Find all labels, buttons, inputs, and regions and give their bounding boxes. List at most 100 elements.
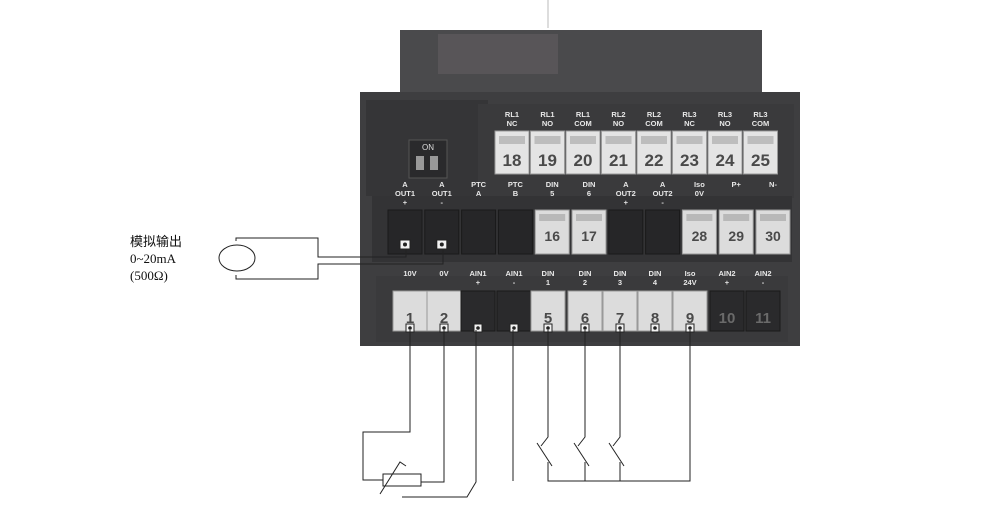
relay-label: COM xyxy=(645,119,663,128)
terminal-slot xyxy=(676,136,703,144)
bottom-terminal-number: 7 xyxy=(616,310,624,327)
middle-label: OUT1 xyxy=(432,189,452,198)
annotation-range: 0~20mA xyxy=(130,251,177,266)
bottom-terminal-number: 5 xyxy=(544,310,552,327)
relay-label: RL2 xyxy=(611,110,625,119)
terminal-slot xyxy=(760,214,786,221)
middle-label: PTC xyxy=(471,180,487,189)
switch-din3 xyxy=(608,442,625,467)
relay-label: NO xyxy=(613,119,624,128)
relay-terminal-number: 25 xyxy=(751,151,770,170)
screw-head xyxy=(618,326,622,330)
bottom-label: AIN1 xyxy=(505,269,522,278)
bottom-label: 24V xyxy=(683,278,696,287)
relay-terminal-number: 22 xyxy=(645,151,664,170)
middle-label: DIN xyxy=(583,180,596,189)
switch-din1 xyxy=(536,442,553,467)
relay-terminal-number: 18 xyxy=(503,151,522,170)
middle-terminal[interactable] xyxy=(645,209,681,255)
screw-head xyxy=(512,326,516,330)
middle-terminal[interactable] xyxy=(461,209,497,255)
dip-switch[interactable]: ON xyxy=(408,139,448,179)
bottom-label: Iso xyxy=(685,269,696,278)
relay-terminal-number: 19 xyxy=(538,151,557,170)
terminal-slot xyxy=(570,136,596,144)
middle-terminal-number: 29 xyxy=(728,228,744,244)
middle-label: A xyxy=(439,180,445,189)
screw-head xyxy=(439,242,444,247)
relay-label: COM xyxy=(574,119,592,128)
bottom-terminal-number: 1 xyxy=(406,310,414,327)
middle-label: OUT2 xyxy=(616,189,636,198)
relay-label: RL3 xyxy=(682,110,696,119)
relay-terminal-number: 24 xyxy=(716,151,735,170)
middle-label: N- xyxy=(769,180,777,189)
bottom-terminal[interactable] xyxy=(460,290,496,332)
bottom-label: DIN xyxy=(614,269,627,278)
terminal-slot xyxy=(641,136,667,144)
middle-label: - xyxy=(441,198,444,207)
wire-10v xyxy=(362,330,411,481)
terminal-slot xyxy=(534,136,561,144)
bottom-label: DIN xyxy=(649,269,662,278)
meter-wire-bottom xyxy=(235,250,444,280)
middle-label: A xyxy=(402,180,408,189)
terminal-slot xyxy=(539,214,566,221)
bottom-label: AIN1 xyxy=(469,269,486,278)
meter-circle xyxy=(218,244,256,272)
middle-label: PTC xyxy=(508,180,524,189)
relay-label: NO xyxy=(542,119,553,128)
potentiometer-wiper xyxy=(379,461,407,495)
bottom-label: - xyxy=(762,278,765,287)
bottom-label: AIN2 xyxy=(718,269,735,278)
external-wiring xyxy=(362,330,691,498)
wire-0v xyxy=(421,330,445,483)
terminal-slot xyxy=(686,214,713,221)
bottom-label: 3 xyxy=(618,278,622,287)
meter-wire-top xyxy=(235,237,407,258)
bottom-terminal-number: 10 xyxy=(719,310,736,327)
relay-label: COM xyxy=(752,119,770,128)
bottom-terminal[interactable] xyxy=(745,290,781,332)
middle-label: Iso xyxy=(694,180,705,189)
screw-head xyxy=(403,242,407,247)
screw-head xyxy=(688,326,692,330)
relay-label: RL3 xyxy=(718,110,732,119)
relay-label: RL1 xyxy=(540,110,554,119)
bottom-label: 2 xyxy=(583,278,587,287)
analog-output-annotation: 模拟输出 0~20mA (500Ω) xyxy=(130,233,230,284)
bottom-terminal-row: 10V10V2AIN1+AIN1-DIN15DIN26DIN37DIN48Iso… xyxy=(392,269,781,333)
relay-terminal-number: 20 xyxy=(574,151,593,170)
switch-din2 xyxy=(573,442,590,467)
middle-label: 6 xyxy=(587,189,591,198)
bottom-label: 4 xyxy=(653,278,658,287)
middle-terminal[interactable] xyxy=(608,209,644,255)
middle-label: P+ xyxy=(732,180,742,189)
bottom-terminal[interactable] xyxy=(709,290,745,332)
bottom-terminal-number: 8 xyxy=(651,310,659,327)
housing-shading xyxy=(438,34,558,74)
relay-label: RL1 xyxy=(505,110,519,119)
middle-label: 0V xyxy=(695,189,704,198)
screw-head xyxy=(583,326,587,330)
bottom-label: DIN xyxy=(579,269,592,278)
bottom-terminal-number: 11 xyxy=(755,310,771,327)
wire-common-24v xyxy=(547,330,691,482)
relay-label: NC xyxy=(684,119,695,128)
wire-ain1-plus xyxy=(402,330,477,498)
wire-din2-top xyxy=(577,330,586,447)
middle-terminal[interactable] xyxy=(497,209,533,255)
bottom-label: + xyxy=(476,278,481,287)
middle-label: A xyxy=(476,189,482,198)
screw-head xyxy=(408,326,412,330)
relay-terminal-number: 23 xyxy=(680,151,699,170)
relay-label: NC xyxy=(507,119,518,128)
bottom-terminal-number: 6 xyxy=(581,310,589,327)
terminal-slot xyxy=(605,136,632,144)
bottom-label: + xyxy=(725,278,730,287)
wire-din3-top xyxy=(612,330,621,447)
relay-label: RL3 xyxy=(753,110,767,119)
terminal-slot xyxy=(499,136,525,144)
middle-terminal-number: 30 xyxy=(765,228,781,244)
